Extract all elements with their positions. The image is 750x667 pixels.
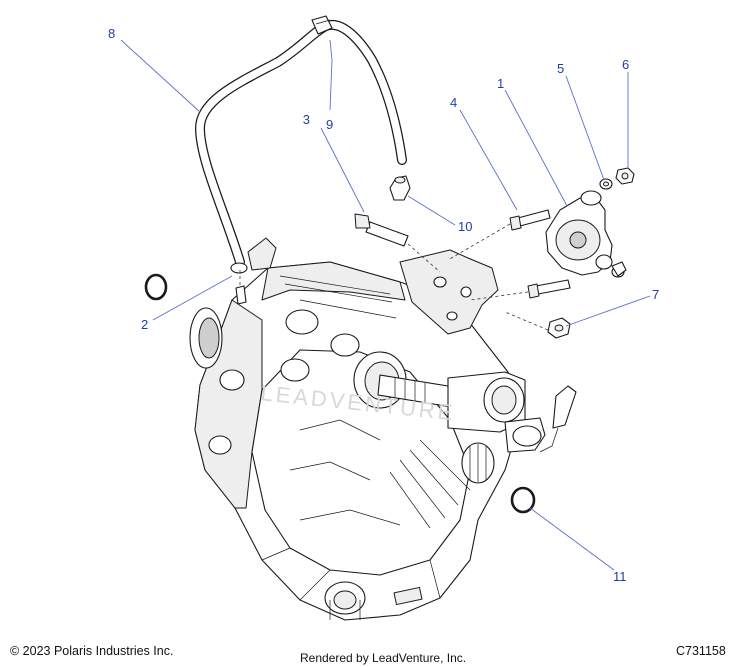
callout-1: 1	[497, 76, 504, 91]
copyright-text: © 2023 Polaris Industries Inc.	[10, 644, 174, 658]
callout-10: 10	[458, 219, 472, 234]
mounting-bracket	[247, 237, 499, 335]
part-9-hose-clamp	[311, 15, 333, 35]
callout-6: 6	[622, 57, 629, 72]
part-8-vent-hose	[194, 19, 407, 267]
part-bolt-lower	[527, 279, 571, 299]
part-2-clamp	[230, 262, 248, 305]
left-o-ring	[144, 273, 168, 301]
callout-7: 7	[652, 287, 659, 302]
callout-9: 9	[326, 117, 333, 132]
assembly-lines	[239, 223, 549, 331]
part-6-nut	[611, 167, 635, 278]
part-7-flange-nut	[547, 317, 571, 339]
callout-labels: 8 9 3 4 1 5 6 7 10 2 11	[108, 26, 659, 584]
part-11-o-ring	[510, 486, 536, 514]
part-4-bolt	[509, 209, 551, 231]
part-5-washer	[599, 178, 613, 190]
part-1-sensor-housing	[545, 190, 613, 276]
callout-4: 4	[450, 95, 457, 110]
callout-2: 2	[141, 317, 148, 332]
callout-11: 11	[613, 569, 627, 584]
callout-5: 5	[557, 61, 564, 76]
part-3-bolt	[354, 213, 409, 247]
callout-8: 8	[108, 26, 115, 41]
callout-3: 3	[303, 112, 310, 127]
diagram-id-text: C731158	[676, 644, 726, 658]
rendered-by-text: Rendered by LeadVenture, Inc.	[300, 651, 467, 665]
gearcase-assembly	[189, 261, 577, 621]
leader-lines	[120, 39, 651, 571]
part-10-elbow-fitting	[389, 175, 411, 201]
